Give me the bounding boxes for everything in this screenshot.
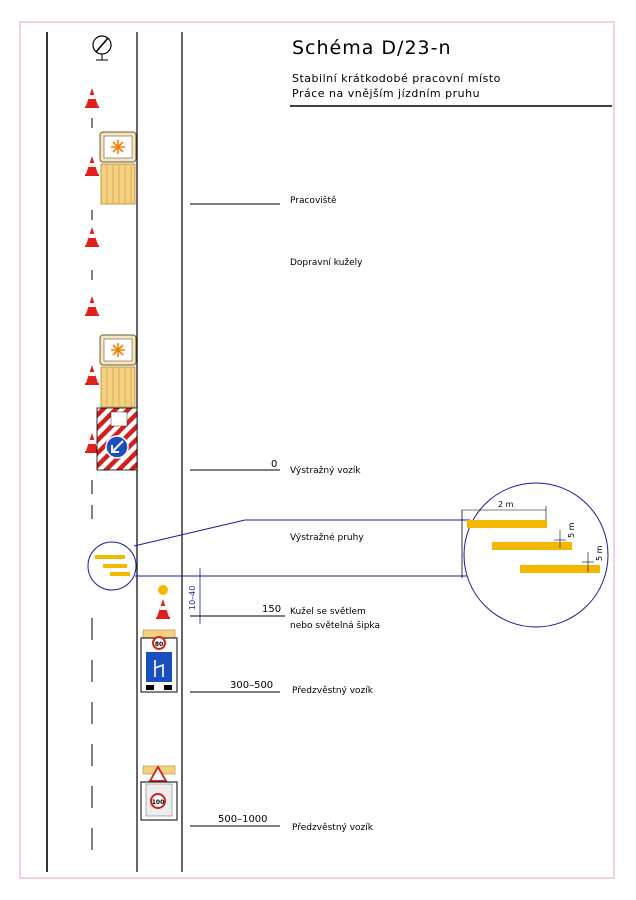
traffic-cone-icon [85, 365, 99, 385]
distance-500-1000: 500–1000 [218, 814, 268, 825]
work-vehicle-icon [99, 334, 137, 408]
speed-limit-100-text: 100 [152, 799, 165, 806]
worksite-label: Pracoviště [290, 195, 337, 206]
warning-trailer-label: Výstražný vozík [290, 466, 361, 476]
stripes-detail-view [461, 482, 609, 628]
detail-gap-label-2: 5 m [595, 545, 604, 561]
scheme-subtitle-line1: Stabilní krátkodobé pracovní místo [292, 72, 501, 85]
advance-trailer-label-1: Předzvěstný vozík [292, 686, 374, 696]
distance-150: 150 [262, 604, 281, 615]
advance-trailer-100-icon [140, 765, 178, 821]
detail-width-label: 2 m [498, 500, 514, 509]
cone-light-label-1: Kužel se světlem [290, 607, 366, 617]
traffic-cone-icon [85, 156, 99, 176]
warning-stripes-road [95, 555, 130, 576]
scheme-subtitle-line2: Práce na vnějším jízdním pruhu [292, 87, 480, 100]
callout-line-top [133, 519, 246, 547]
page-frame [19, 21, 615, 879]
stripes-callout-small-circle [87, 541, 137, 591]
detail-gap-label-1: 5 m [567, 522, 576, 538]
traffic-cone-icon [85, 296, 99, 316]
advance-trailer-80-icon [140, 629, 178, 693]
work-vehicle-icon [99, 131, 137, 205]
gap-distance-label: 10–40 [188, 586, 197, 610]
distance-0: 0 [271, 459, 277, 470]
warning-stripes-label: Výstražné pruhy [290, 532, 364, 543]
distance-300-500: 300–500 [230, 680, 273, 691]
traffic-cone-icon [85, 227, 99, 247]
speed-limit-80-text: 80 [155, 641, 163, 648]
cones-label: Dopravní kužely [290, 258, 363, 268]
end-restrictions-sign [92, 35, 112, 61]
scheme-title: Schéma D/23-n [292, 37, 452, 59]
cone-light-label-2: nebo světelná šipka [290, 620, 380, 631]
traffic-cone-icon [85, 88, 99, 108]
warning-trailer-icon [96, 407, 138, 471]
advance-trailer-label-2: Předzvěstný vozík [292, 823, 374, 833]
cone-with-light-icon [156, 585, 170, 619]
